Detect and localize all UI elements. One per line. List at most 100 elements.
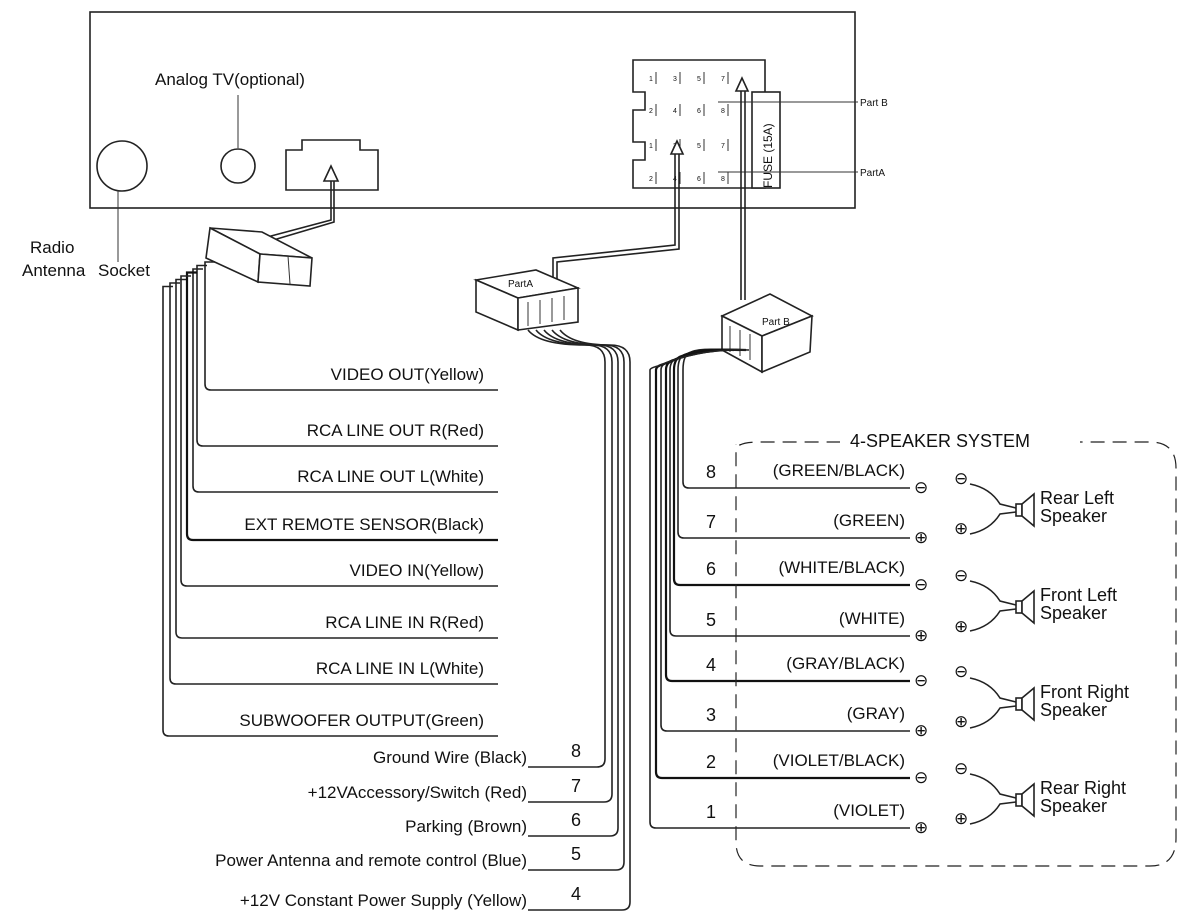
speaker-wire bbox=[649, 349, 910, 829]
speaker-wire bbox=[660, 348, 910, 732]
speaker-wire-number: 1 bbox=[706, 802, 716, 822]
pin-number: 6 bbox=[697, 108, 701, 115]
speaker-lead-pos bbox=[969, 608, 1017, 632]
power-wire-number: 5 bbox=[571, 844, 581, 864]
speaker-cone-icon bbox=[1021, 589, 1035, 625]
pin-grid: 1357246813572468 bbox=[649, 72, 729, 184]
speaker-wire-label: (GRAY) bbox=[847, 704, 905, 723]
pin-number: 7 bbox=[721, 76, 725, 83]
polarity-symbol: ⊕ bbox=[914, 721, 928, 740]
speaker-wire-number: 4 bbox=[706, 655, 716, 675]
power-wire-number: 7 bbox=[571, 776, 581, 796]
pin-number: 4 bbox=[673, 108, 677, 115]
socket-label: Socket bbox=[98, 261, 150, 280]
speaker-wire-number: 2 bbox=[706, 752, 716, 772]
av-output-label: VIDEO IN(Yellow) bbox=[350, 561, 484, 580]
speaker-cone-icon bbox=[1021, 782, 1035, 818]
speaker-wire-number: 7 bbox=[706, 512, 716, 532]
pin-number: 1 bbox=[649, 143, 653, 150]
part-b-top-label: Part B bbox=[860, 98, 888, 109]
speaker-wire-label: (GRAY/BLACK) bbox=[786, 654, 905, 673]
av-wire bbox=[192, 268, 498, 493]
part-a-plug: PartA bbox=[473, 269, 581, 332]
power-wire bbox=[528, 329, 619, 837]
av-wire bbox=[180, 275, 498, 587]
speaker-wires: 8(GREEN/BLACK)⊖⊖7(GREEN)⊕⊕6(WHITE/BLACK)… bbox=[649, 348, 968, 837]
power-wire-label: +12V Constant Power Supply (Yellow) bbox=[240, 891, 527, 910]
pin-number: 1 bbox=[649, 76, 653, 83]
part-a-top-label: PartA bbox=[860, 168, 885, 179]
av-wire bbox=[185, 271, 498, 542]
polarity-symbol: ⊖ bbox=[914, 768, 928, 787]
speaker-wire-label: (VIOLET/BLACK) bbox=[773, 751, 905, 770]
speaker-terminal-symbol: ⊕ bbox=[954, 519, 968, 538]
speaker-terminal-symbol: ⊕ bbox=[954, 712, 968, 731]
speaker-word: Speaker bbox=[1040, 700, 1107, 720]
pin-number: 7 bbox=[721, 143, 725, 150]
speaker-name: Front Left bbox=[1040, 585, 1117, 605]
speaker-magnet bbox=[1015, 600, 1023, 614]
power-wire bbox=[528, 329, 613, 803]
polarity-symbol: ⊖ bbox=[914, 671, 928, 690]
pin-number: 5 bbox=[697, 143, 701, 150]
av-output-label: SUBWOOFER OUTPUT(Green) bbox=[239, 711, 484, 730]
av-output-label: RCA LINE IN R(Red) bbox=[325, 613, 484, 632]
radio-antenna-socket bbox=[96, 140, 148, 192]
speaker-lead-neg bbox=[969, 773, 1017, 799]
power-wire-label: Power Antenna and remote control (Blue) bbox=[215, 851, 527, 870]
av-output-label: RCA LINE OUT R(Red) bbox=[307, 421, 484, 440]
av-output-label: VIDEO OUT(Yellow) bbox=[331, 365, 484, 384]
pin-number: 5 bbox=[697, 76, 701, 83]
speaker-lead-pos bbox=[969, 801, 1017, 825]
speaker-word: Speaker bbox=[1040, 796, 1107, 816]
speaker-terminal-symbol: ⊖ bbox=[954, 469, 968, 488]
power-wires: Ground Wire (Black)8+12VAccessory/Switch… bbox=[215, 329, 631, 911]
power-wire-label: Parking (Brown) bbox=[405, 817, 527, 836]
speaker-word: Speaker bbox=[1040, 506, 1107, 526]
speaker-wire-number: 3 bbox=[706, 705, 716, 725]
speaker-lead-neg bbox=[969, 483, 1017, 509]
speaker-magnet bbox=[1015, 503, 1023, 517]
power-wire-number: 8 bbox=[571, 741, 581, 761]
speaker-title-bg bbox=[840, 428, 1080, 452]
speaker-terminal-symbol: ⊕ bbox=[954, 809, 968, 828]
speaker-system-boundary bbox=[735, 441, 1177, 867]
panel-connector-lead-2 bbox=[259, 181, 335, 245]
speaker-terminal-symbol: ⊕ bbox=[954, 617, 968, 636]
av-output-label: RCA LINE IN L(White) bbox=[316, 659, 484, 678]
analog-tv-label: Analog TV(optional) bbox=[155, 70, 305, 89]
part-a-lead-2 bbox=[556, 154, 680, 285]
part-a-socket-arrow bbox=[669, 139, 685, 155]
polarity-symbol: ⊖ bbox=[914, 575, 928, 594]
part-b-plug: Part B bbox=[720, 293, 814, 374]
av-output-wires: VIDEO OUT(Yellow) RCA LINE OUT R(Red) RCA … bbox=[162, 261, 498, 737]
polarity-symbol: ⊕ bbox=[914, 528, 928, 547]
polarity-symbol: ⊕ bbox=[914, 626, 928, 645]
av-wire bbox=[169, 282, 498, 685]
speaker-wire-label: (VIOLET) bbox=[833, 801, 905, 820]
av-output-label: RCA LINE OUT L(White) bbox=[297, 467, 484, 486]
pin-number: 2 bbox=[649, 108, 653, 115]
speaker-lead-pos bbox=[969, 511, 1017, 535]
speaker-terminal-symbol: ⊖ bbox=[954, 759, 968, 778]
polarity-symbol: ⊖ bbox=[914, 478, 928, 497]
speaker-wire-label: (GREEN/BLACK) bbox=[773, 461, 905, 480]
power-wire bbox=[527, 329, 606, 768]
av-wire bbox=[162, 285, 498, 737]
part-a-lead bbox=[552, 154, 676, 285]
speaker-wire bbox=[669, 348, 910, 637]
power-wire bbox=[528, 329, 625, 871]
speaker-lead-neg bbox=[969, 677, 1017, 703]
power-wire-number: 4 bbox=[571, 884, 581, 904]
speaker-name: Rear Right bbox=[1040, 778, 1126, 798]
speaker-wire-number: 8 bbox=[706, 462, 716, 482]
pin-number: 2 bbox=[649, 176, 653, 183]
panel-connector bbox=[285, 139, 379, 191]
antenna-label: Antenna bbox=[22, 261, 86, 280]
analog-tv-socket bbox=[220, 148, 256, 184]
speaker-wire-label: (WHITE) bbox=[839, 609, 905, 628]
